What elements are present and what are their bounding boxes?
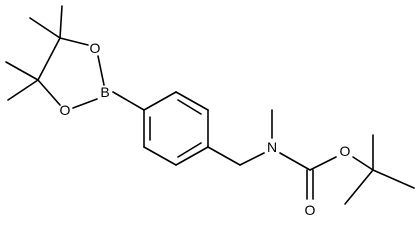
bond-o2-c2 bbox=[37, 79, 61, 106]
bond-ring-5-6 bbox=[143, 146, 177, 166]
bond-c1-me1 bbox=[59, 5, 63, 39]
bond-o1-b bbox=[97, 55, 105, 86]
atom-labels: O B O N O O bbox=[60, 40, 351, 218]
bond-c2-me4 bbox=[7, 79, 39, 101]
bond-tbu-me2 bbox=[372, 169, 415, 189]
chemical-structure: O B O N O O bbox=[5, 5, 415, 218]
bond-ring-4-5 bbox=[175, 146, 209, 166]
bond-tbu-me3 bbox=[344, 169, 374, 205]
atom-nitrogen: N bbox=[267, 139, 277, 155]
bond-n-carbonyl bbox=[279, 152, 311, 171]
bond-c1-o1 bbox=[59, 37, 89, 46]
bonds bbox=[5, 5, 415, 205]
atom-boron: B bbox=[100, 84, 109, 100]
bond-c-oester bbox=[309, 156, 337, 171]
bond-ring-double-b bbox=[177, 99, 202, 115]
bond-c2-me3 bbox=[5, 61, 39, 81]
atom-oxygen-ring-bottom: O bbox=[60, 102, 71, 118]
bond-ring-2-3 bbox=[175, 91, 209, 111]
atom-oxygen-ester: O bbox=[340, 143, 351, 159]
bond-ring-double-c bbox=[177, 142, 202, 158]
bond-c1-me2 bbox=[29, 17, 61, 39]
bond-oester-cq bbox=[352, 156, 374, 171]
bond-b-aryl bbox=[112, 91, 145, 111]
atom-oxygen-carbonyl: O bbox=[305, 202, 316, 218]
atom-oxygen-ring-top: O bbox=[90, 40, 101, 56]
bond-ring-1-2 bbox=[143, 91, 177, 111]
bond-b-o2 bbox=[72, 98, 98, 109]
bond-c1-c2 bbox=[37, 37, 61, 81]
bond-ring-ch2 bbox=[207, 146, 241, 166]
bond-ch2-n bbox=[239, 152, 265, 166]
